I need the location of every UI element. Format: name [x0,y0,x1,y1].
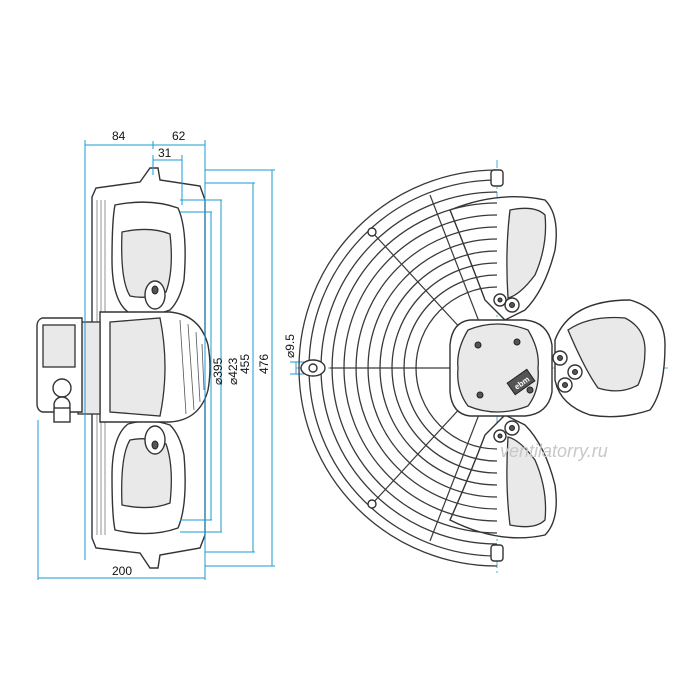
front-view: ebm [296,160,668,575]
side-dimensions [37,140,318,580]
side-view [36,167,211,569]
cable-gland [52,378,72,398]
dim-455-label: 455 [238,354,252,374]
terminal-box-lid [42,324,76,368]
lower-blade-inner [121,438,172,509]
rotor-ribs [179,319,205,415]
dim-200-label: 200 [112,564,132,578]
dim-31-label: 31 [158,146,172,160]
blade-bolts-front [493,293,583,443]
manufacturer-badge [506,368,536,396]
mounting-lug-top [490,169,504,187]
dim-395-label: ⌀395 [211,357,225,385]
mounting-lugs [300,169,504,562]
upper-blade-inner [121,228,172,298]
dim-423-label: ⌀423 [226,357,240,385]
motor-hub-face [457,323,539,413]
dim-9-5-label: ⌀9.5 [283,334,297,358]
front-blades [449,196,666,539]
watermark-text: ventilatorry.ru [500,441,608,461]
dim-476-label: 476 [257,354,271,374]
blade-clamps-side [144,280,166,455]
dim-62-label: 62 [172,129,186,143]
side-dimension-labels: 84 62 31 200 ⌀395 ⌀423 455 476 ⌀9.5 [112,129,297,578]
rotor-front-face [109,317,166,417]
mounting-lug-bottom [490,544,504,562]
dim-84-label: 84 [112,129,126,143]
